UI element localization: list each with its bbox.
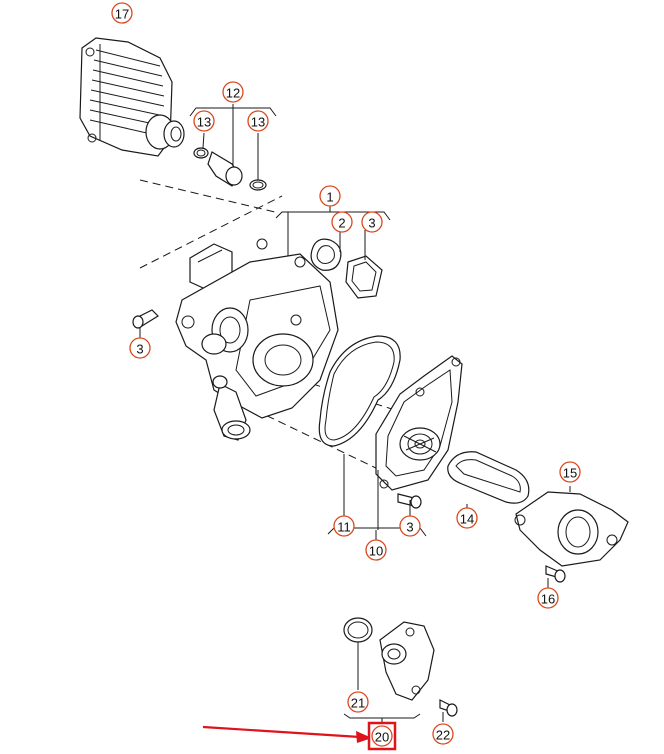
callout-21: 21 [347, 691, 369, 713]
callout-circle [399, 515, 421, 537]
callout-10: 10 [365, 539, 387, 561]
oil-cooler [79, 37, 185, 157]
callout-label: 16 [541, 592, 555, 607]
callout-label: 13 [197, 115, 211, 130]
seal-3 [345, 255, 383, 299]
callout-20: 20 [367, 721, 397, 751]
callout-label: 12 [226, 86, 240, 101]
coolant-pump-housing [175, 238, 339, 441]
callout-circle [432, 723, 454, 745]
callout-circle [331, 211, 353, 233]
callout-circle [222, 81, 244, 103]
callout-1: 1 [319, 185, 341, 207]
coolant-pump-body [375, 355, 463, 491]
callout-3: 3 [129, 337, 151, 359]
callout-label: 11 [337, 520, 351, 535]
callout-label: 2 [338, 216, 345, 231]
seal-rings-and-connector [193, 147, 267, 191]
callout-label: 15 [563, 466, 577, 481]
callout-circle [247, 110, 269, 132]
callout-12: 12 [222, 81, 244, 103]
callout-label: 1 [326, 190, 333, 205]
callout-17: 17 [111, 2, 133, 24]
callout-label: 17 [115, 7, 129, 22]
callout-label: 3 [136, 342, 143, 357]
callout-13: 13 [193, 110, 215, 132]
callout-circle [111, 2, 133, 24]
highlight-arrow [202, 725, 372, 743]
callout-circle [365, 539, 387, 561]
o-ring-11 [318, 335, 401, 447]
bracket-1 [275, 211, 391, 221]
callout-label: 21 [351, 696, 365, 711]
callout-label: 10 [369, 544, 383, 559]
bolt-16 [545, 565, 566, 583]
callout-15: 15 [559, 461, 581, 483]
callout-circle [319, 185, 341, 207]
toothed-belt-cover-15 [514, 491, 629, 567]
callout-circle [193, 110, 215, 132]
callout-2: 2 [331, 211, 353, 233]
drive-belt-14 [447, 451, 530, 504]
callout-circle [559, 461, 581, 483]
callout-11: 11 [333, 515, 355, 537]
callout-14: 14 [456, 507, 478, 529]
callout-label: 22 [436, 728, 450, 743]
gasket-2 [310, 238, 342, 271]
callout-circle [361, 211, 383, 233]
callout-label: 3 [406, 520, 413, 535]
seal-21 [343, 617, 373, 643]
callout-3: 3 [399, 515, 421, 537]
callout-layer: 17 12 13 13 12 3 3 15 14 11 3 10 16 21 20 22 [111, 2, 581, 751]
callout-circle [129, 337, 151, 359]
callout-16: 16 [537, 587, 559, 609]
callout-circle [371, 725, 393, 747]
callout-circle [347, 691, 369, 713]
callout-label: 13 [251, 115, 265, 130]
callout-circle [333, 515, 355, 537]
callout-label: 14 [460, 512, 474, 527]
callout-label: 20 [375, 730, 389, 745]
bolt-3-left [132, 309, 159, 329]
callout-22: 22 [432, 723, 454, 745]
bracket-20 [343, 713, 421, 719]
callout-circle [456, 507, 478, 529]
bolt-22 [439, 699, 458, 717]
callout-3: 3 [361, 211, 383, 233]
thermostat-housing-20 [379, 621, 435, 701]
callout-label: 3 [368, 216, 375, 231]
callout-13: 13 [247, 110, 269, 132]
callout-circle [537, 587, 559, 609]
bracket-10 [327, 527, 427, 537]
